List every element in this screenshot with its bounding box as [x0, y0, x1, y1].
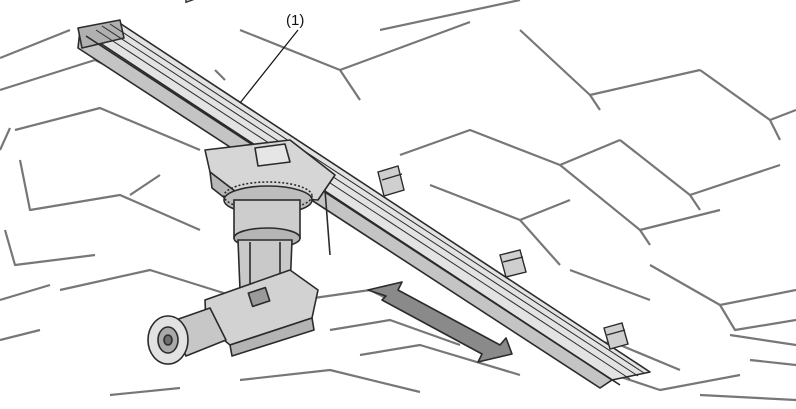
bracket [377, 165, 405, 197]
callout-label: (1) [286, 12, 304, 29]
ceiling-brackets [185, 0, 629, 350]
ceiling-rail [77, 19, 651, 389]
pan-head [223, 181, 313, 249]
callout-leader-line [239, 29, 299, 104]
callout-1: (1) [239, 12, 304, 104]
rail-end-cap [77, 19, 125, 49]
bracket [603, 322, 629, 350]
bracket [185, 0, 213, 4]
movement-arrow [367, 281, 513, 363]
bracket [499, 249, 527, 278]
camera [147, 269, 319, 365]
